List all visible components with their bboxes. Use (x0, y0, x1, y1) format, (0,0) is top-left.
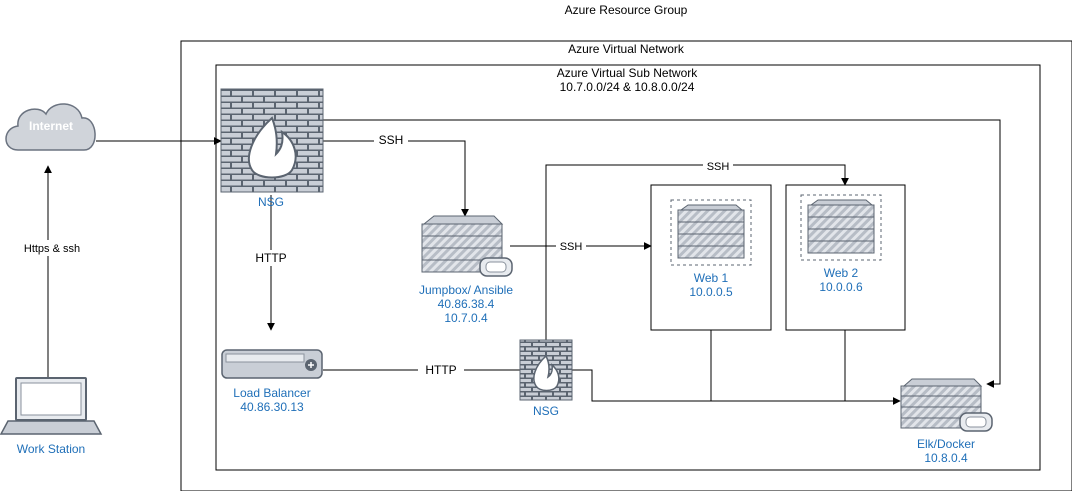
load-balancer-icon (221, 349, 323, 379)
vnet-container (180, 40, 1072, 491)
resource-group-title: Azure Resource Group (565, 3, 688, 17)
subnet-ranges: 10.7.0.0/24 & 10.8.0.0/24 (560, 80, 695, 94)
subnet-container (215, 64, 1041, 471)
web2-name: Web 2 (824, 266, 859, 280)
cloud-icon (5, 103, 96, 151)
nsg-bottom-label: NSG (533, 404, 559, 418)
firewall-icon (519, 339, 573, 401)
server-icon (677, 204, 745, 259)
vnet-title: Azure Virtual Network (568, 42, 685, 56)
edge-label-ssh-2: SSH (707, 161, 730, 173)
elk-ip: 10.8.0.4 (924, 451, 968, 465)
web2-ip: 10.0.0.6 (819, 280, 863, 294)
workstation-label: Work Station (17, 442, 85, 456)
jumpbox-ip-public: 40.86.38.4 (438, 297, 495, 311)
edge-nsg-elk-bottom (572, 369, 901, 405)
subnet-title: Azure Virtual Sub Network (557, 66, 699, 80)
elk-name: Elk/Docker (917, 437, 975, 451)
server-icon (421, 215, 513, 277)
edge-label-https-ssh: Https & ssh (24, 243, 80, 255)
load-balancer-ip: 40.86.30.13 (240, 400, 304, 414)
laptop-icon (0, 377, 103, 435)
web1-name: Web 1 (694, 271, 729, 285)
edge-jumpbox-web2 (545, 164, 849, 340)
edge-label-http-1: HTTP (255, 251, 286, 265)
nsg-top-label: NSG (258, 195, 284, 209)
jumpbox-name: Jumpbox/ Ansible (419, 283, 513, 297)
edge-label-ssh-3: SSH (560, 241, 583, 253)
web1-ip: 10.0.0.5 (689, 285, 733, 299)
jumpbox-ip-private: 10.7.0.4 (444, 311, 488, 325)
firewall-icon (220, 88, 324, 193)
server-icon (807, 199, 875, 254)
load-balancer-name: Load Balancer (233, 386, 310, 400)
edge-nsg-jumpbox (323, 140, 469, 217)
edge-label-http-2: HTTP (425, 363, 456, 377)
edge-label-ssh-1: SSH (379, 133, 404, 147)
server-icon (900, 378, 993, 432)
internet-label: Internet (29, 119, 73, 133)
edge-nsg-elk (323, 119, 1001, 388)
